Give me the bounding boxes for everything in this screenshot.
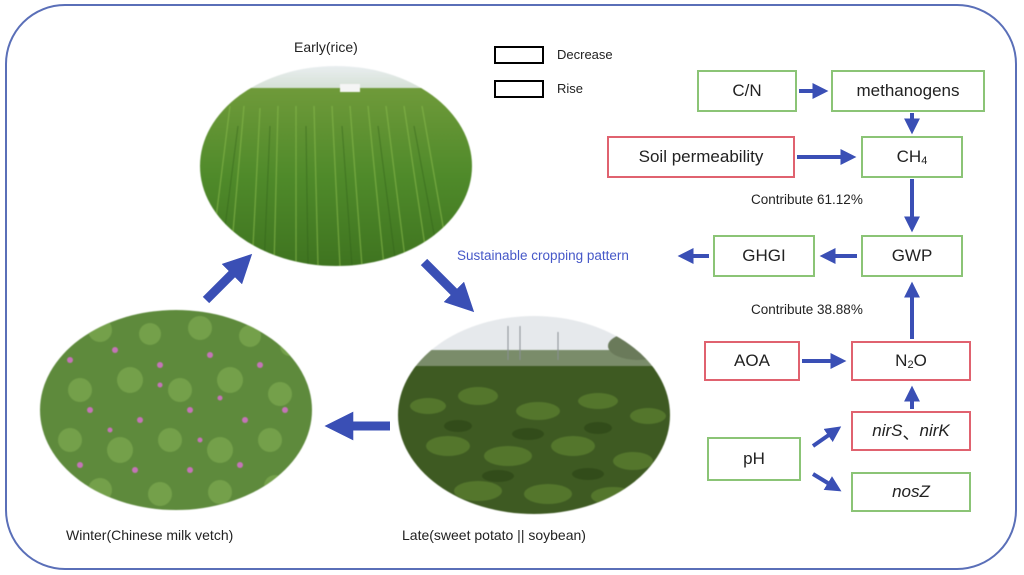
arrow-rice-to-late xyxy=(420,258,475,313)
legend-decrease-swatch xyxy=(494,46,544,64)
node-nirs-nirk: nirS、nirK xyxy=(851,411,971,451)
node-soil-permeability: Soil permeability xyxy=(607,136,795,178)
node-nosz: nosZ xyxy=(851,472,971,512)
node-ghgi: GHGI xyxy=(713,235,815,277)
early-rice-caption: Early(rice) xyxy=(294,39,358,55)
node-cn: C/N xyxy=(697,70,797,112)
legend-rise-swatch xyxy=(494,80,544,98)
winter-caption: Winter(Chinese milk vetch) xyxy=(66,527,234,543)
node-methanogens: methanogens xyxy=(831,70,985,112)
node-gwp: GWP xyxy=(861,235,963,277)
diagram-frame xyxy=(5,4,1017,570)
arrow-ph-to-nosz xyxy=(811,472,842,492)
arrow-ph-to-nirs xyxy=(811,426,842,448)
arrow-winter-to-rice xyxy=(202,253,253,304)
node-ph: pH xyxy=(707,437,801,481)
rice-field-photo xyxy=(200,66,472,266)
sustainable-pattern-note: Sustainable cropping pattern xyxy=(457,248,629,263)
legend-decrease-label: Decrease xyxy=(557,47,613,62)
late-caption: Late(sweet potato || soybean) xyxy=(402,527,586,543)
legend-rise-label: Rise xyxy=(557,81,584,96)
contribute-ch4-note: Contribute 61.12% xyxy=(751,192,863,207)
node-aoa: AOA xyxy=(704,341,800,381)
contribute-n2o-note: Contribute 38.88% xyxy=(751,302,863,317)
